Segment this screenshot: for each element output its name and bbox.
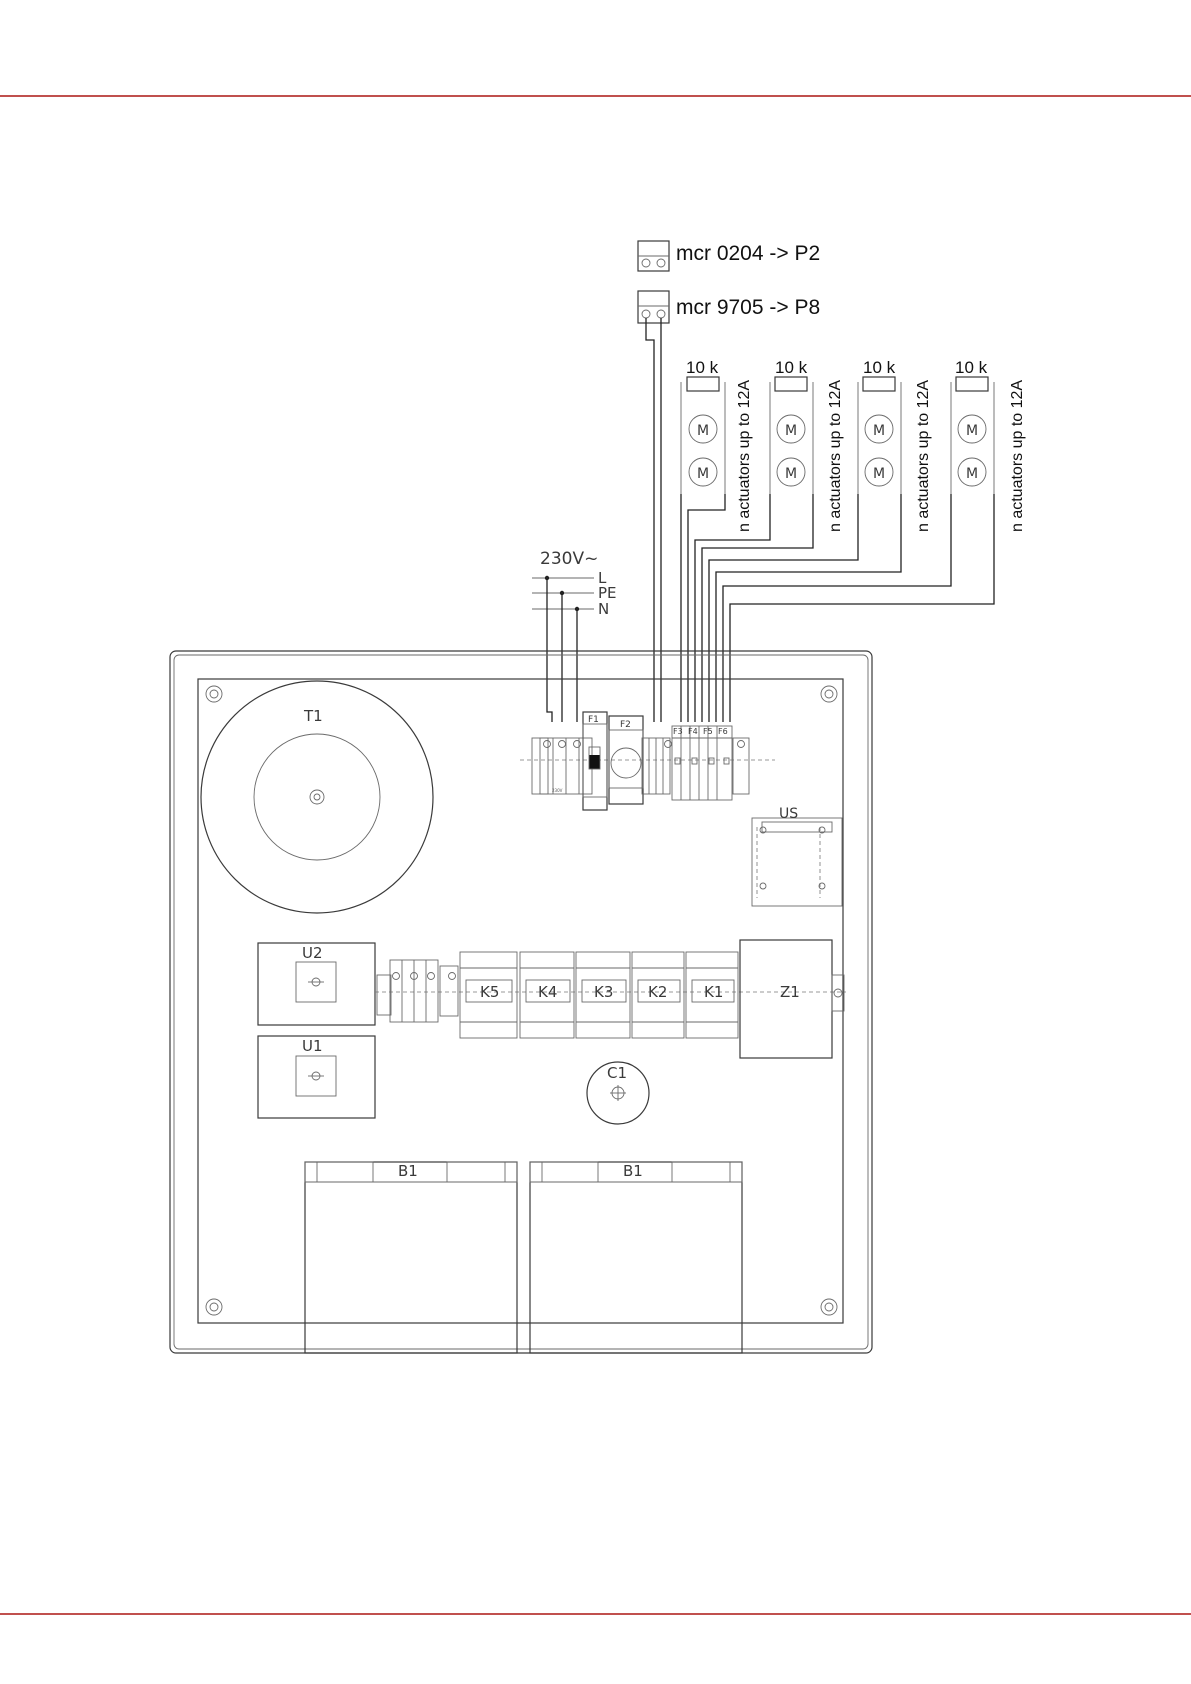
- motor-label: M: [873, 466, 885, 482]
- power-supply-u1: U1: [258, 1036, 375, 1118]
- component-label: F1: [588, 715, 599, 725]
- motor-label: M: [697, 423, 709, 439]
- svg-text:230V: 230V: [552, 788, 563, 793]
- module-us: US: [752, 806, 842, 906]
- motor-label: M: [966, 466, 978, 482]
- component-label: U2: [302, 944, 323, 962]
- relay-label: K3: [594, 983, 613, 1001]
- power-supply-u2: U2: [258, 943, 375, 1025]
- transformer-t1: T1: [201, 681, 433, 913]
- battery-b1-right: B1: [530, 1162, 742, 1353]
- actuator-label: n actuators up to 12A: [1009, 380, 1026, 532]
- actuator-label: n actuators up to 12A: [736, 380, 753, 532]
- actuator-label: n actuators up to 12A: [827, 380, 844, 532]
- capacitor-c1: C1: [587, 1062, 649, 1124]
- motor-label: M: [697, 466, 709, 482]
- resistor-label: 10 k: [686, 358, 719, 377]
- resistor-icon: [863, 377, 895, 391]
- motor-label: M: [873, 423, 885, 439]
- resistor-label: 10 k: [863, 358, 896, 377]
- component-label: U1: [302, 1037, 323, 1055]
- resistor-icon: [956, 377, 988, 391]
- connector-label: mcr 0204 -> P2: [676, 242, 820, 265]
- resistor-icon: [687, 377, 719, 391]
- relay-k5: K5: [460, 952, 517, 1038]
- component-label: C1: [607, 1064, 627, 1082]
- power-line-label: N: [598, 600, 609, 618]
- motor-label: M: [785, 423, 797, 439]
- connector-label: mcr 9705 -> P8: [676, 296, 820, 319]
- component-label: F5: [703, 727, 713, 736]
- resistor-label: 10 k: [955, 358, 988, 377]
- actuator-group-2: 10 k M M n actuators up to 12A: [695, 358, 844, 722]
- relay-label: K4: [538, 983, 557, 1001]
- component-label: F2: [620, 720, 631, 730]
- resistor-icon: [775, 377, 807, 391]
- component-label: Z1: [780, 983, 800, 1001]
- relay-k1: K1: [686, 952, 738, 1038]
- relay-k4: K4: [520, 952, 574, 1038]
- component-label: B1: [623, 1162, 643, 1180]
- relay-label: K1: [704, 983, 723, 1001]
- power-input: 230V~ L PE N: [532, 549, 617, 722]
- resistor-label: 10 k: [775, 358, 808, 377]
- power-voltage-label: 230V~: [540, 549, 598, 569]
- connector-mcr-0204: mcr 0204 -> P2: [638, 241, 820, 271]
- component-label: F6: [718, 727, 728, 736]
- actuator-label: n actuators up to 12A: [915, 380, 932, 532]
- terminal-rail-top: 230V F1 F2 F3 F4 F5 F6: [520, 712, 775, 810]
- relay-label: K2: [648, 983, 667, 1001]
- relay-k3: K3: [576, 952, 630, 1038]
- motor-label: M: [966, 423, 978, 439]
- enclosure: [170, 651, 872, 1353]
- relay-k2: K2: [632, 952, 684, 1038]
- component-label: F4: [688, 727, 698, 736]
- battery-b1-left: B1: [305, 1162, 517, 1353]
- connector-mcr-9705: mcr 9705 -> P8: [638, 291, 820, 323]
- component-label: US: [779, 806, 798, 822]
- module-z1: Z1: [740, 940, 844, 1058]
- component-label: B1: [398, 1162, 418, 1180]
- component-label: F3: [673, 727, 683, 736]
- relay-label: K5: [480, 983, 499, 1001]
- motor-label: M: [785, 466, 797, 482]
- component-label: T1: [303, 707, 323, 725]
